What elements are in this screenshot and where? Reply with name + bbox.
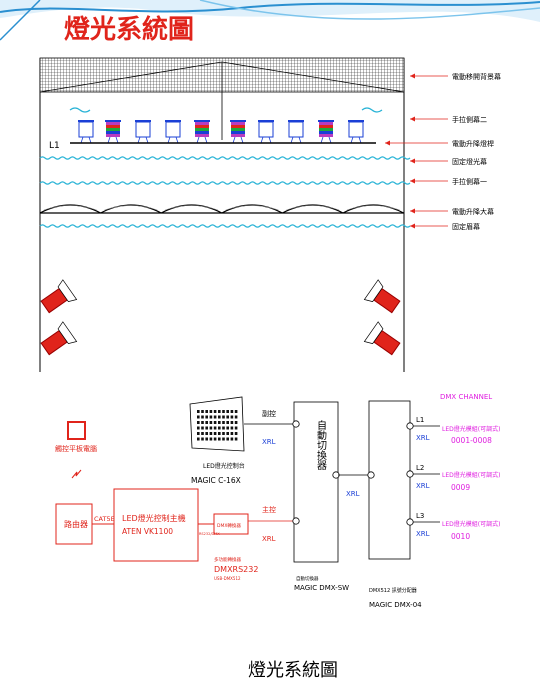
output-l2-channel: 0009 [451,483,470,492]
label-backdrop: 電動移開背景幕 [452,72,501,81]
router-label: 路由器 [64,519,88,529]
switcher-name: 自動切換器 [296,575,319,582]
stage-legend [385,75,448,227]
label-main-curtain: 電動升降大幕 [452,207,494,216]
output-l1-line: L1 [416,416,424,424]
fixture-2 [105,120,121,144]
fixed-valance [39,224,411,228]
output-l3-desc: LED燈光模組(可調式) [442,520,500,528]
label-batten: 電動升降燈桿 [452,139,494,148]
fixture-1 [78,120,94,144]
xrl-sub: XRL [262,438,276,446]
console-name: LED燈光控制台 [203,462,245,470]
side-lights-right [363,279,401,356]
led-host-line1: LED燈光控制主機 [122,513,186,523]
output-l3-xrl: XRL [416,530,430,538]
fixture-10 [348,120,364,144]
output-l1-desc: LED燈光模組(可調式) [442,425,500,433]
sub-control-label: 副控 [262,409,276,418]
main-curtain [39,204,404,214]
output-l3-line: L3 [416,512,424,520]
light-fixtures [78,120,364,144]
splitter-in [367,471,375,479]
wireless-icon [71,469,82,479]
label-side1: 手拉側幕一 [452,177,487,186]
side-lights-left [40,279,78,356]
rs232-box [213,513,249,535]
batten-label-l1: L1 [49,141,60,151]
fixture-7 [258,120,274,144]
cat5e-label: CAT5E [94,515,115,523]
led-host-box [113,488,199,562]
tablet-label: 觸控平板電腦 [55,444,97,453]
fixture-3 [135,120,151,144]
system-diagram: 觸控平板電腦 路由器 CAT5E LED燈光控制主機 ATEN VK1100 R… [55,393,500,609]
output-l1-channel: 0001-0008 [451,436,492,445]
tablet-icon [67,421,86,440]
main-control-label: 主控 [262,505,276,514]
switcher-vertical-label: 自動切換器 [315,419,327,471]
output-l2-line: L2 [416,464,424,472]
stage-elevation: L1 [39,57,411,372]
side-curtain-one [39,181,411,185]
xrl-link: XRL [346,490,360,498]
output-l3-channel: 0010 [451,532,470,541]
diagram-caption: 燈光系統圖 [248,660,338,681]
dmx-channel-header: DMX CHANNEL [440,393,492,401]
splitter-name: DMX512 訊號分配器 [369,587,417,594]
label-side2: 手拉側幕二 [452,115,487,124]
fixture-4 [165,120,181,144]
label-fixed-curtain: 固定眉幕 [452,222,480,231]
output-l1: L1 XRL LED燈光模組(可調式) 0001-0008 [406,416,500,445]
rs232-label: DMXRS232 [214,565,258,574]
rs232-sub: USB-DMX512 [214,576,241,581]
dmx-console: LED燈光控制台 MAGIC C-16X [189,396,245,485]
output-l2-xrl: XRL [416,482,430,490]
rs232-box-label: DMX轉換器 [217,522,241,529]
dmx-splitter-box [368,400,411,560]
fixed-light-curtain [39,156,411,160]
splitter-model: MAGIC DMX-04 [369,601,422,609]
output-l2: L2 XRL LED燈光模組(可調式) 0009 [406,464,500,492]
console-model: MAGIC C-16X [191,476,241,485]
switcher-in-sub [292,420,300,428]
xrl-main: XRL [262,535,276,543]
rs232-name: 多功能轉換器 [214,556,241,563]
switcher-model: MAGIC DMX-SW [294,584,349,592]
switcher-in-main [292,517,300,525]
fixture-8 [288,120,304,144]
output-l3: L3 XRL LED燈光模組(可調式) 0010 [406,512,500,541]
fixture-9 [318,120,334,144]
led-host-line2: ATEN VK1100 [122,527,173,536]
rs232-tiny-label: RS232/DMX [199,532,220,536]
output-l1-xrl: XRL [416,434,430,442]
label-fixed-light-curtain: 固定燈光幕 [452,157,487,166]
fixture-5 [194,120,210,144]
header-swoosh [0,0,540,41]
page-title: 燈光系統圖 [64,14,194,45]
auto-switcher-box [293,401,339,563]
output-l2-desc: LED燈光模組(可調式) [442,471,500,479]
fixture-6 [230,120,246,144]
